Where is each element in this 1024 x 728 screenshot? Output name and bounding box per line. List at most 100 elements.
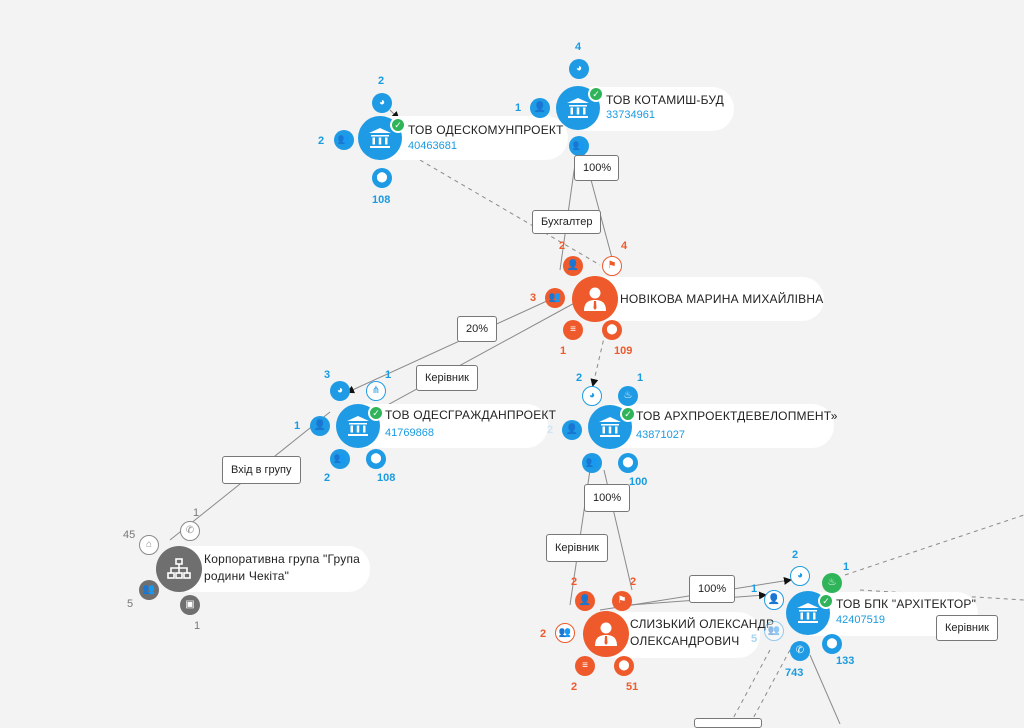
- company-code: 42407519: [836, 614, 885, 626]
- count-top: 2: [378, 75, 385, 87]
- count-top-right: 1: [637, 372, 644, 384]
- users-icon[interactable]: 👥: [569, 136, 589, 156]
- edge-label-share-bpk[interactable]: 100%: [689, 575, 736, 603]
- edge-label-share-20[interactable]: 20%: [457, 316, 498, 342]
- company-node-odesgrazhdan[interactable]: ✓: [336, 404, 384, 448]
- pie-icon[interactable]: ◕: [330, 381, 350, 401]
- company-node-odeskomunproekt[interactable]: ✓: [358, 116, 406, 160]
- count-bottom-left: 2: [324, 472, 331, 484]
- count-top: 4: [575, 41, 582, 53]
- person-icon: [595, 622, 617, 646]
- count-bottom: 108: [372, 194, 391, 206]
- count-top-left: 2: [576, 372, 583, 384]
- fire-icon[interactable]: ♨: [822, 573, 842, 593]
- fire-icon[interactable]: ♨: [618, 386, 638, 406]
- location-icon[interactable]: ⬤: [618, 453, 638, 473]
- count-top-left: 45: [123, 529, 136, 541]
- edge-label-manager-2[interactable]: Керівник: [546, 534, 608, 562]
- company-name: ТОВ АРХПРОЕКТДЕВЕЛОПМЕНТ»: [636, 409, 838, 423]
- edge-label-share-kotamish[interactable]: 100%: [574, 155, 619, 181]
- company-name: ТОВ БПК "АРХІТЕКТОР": [836, 597, 977, 611]
- node-card-novikova[interactable]: НОВІКОВА МАРИНА МИХАЙЛІВНА: [584, 277, 824, 321]
- location-icon[interactable]: ⬤: [602, 320, 622, 340]
- verified-check-icon: ✓: [588, 86, 604, 102]
- user-plus-icon[interactable]: 👤: [764, 590, 784, 610]
- users-icon[interactable]: 👥: [582, 453, 602, 473]
- verified-check-icon: ✓: [620, 406, 636, 422]
- phone-icon[interactable]: ✆: [180, 521, 200, 541]
- briefcase-icon[interactable]: ▣: [180, 595, 200, 615]
- company-name: ТОВ ОДЕСГРАЖДАНПРОЕКТ: [385, 408, 557, 422]
- person-icon: [584, 287, 606, 311]
- count-top-left: 2: [559, 240, 566, 252]
- users-icon[interactable]: 👥: [330, 449, 350, 469]
- pie-icon[interactable]: ◕: [569, 59, 589, 79]
- edge-label-manager-3[interactable]: Керівник: [936, 615, 998, 641]
- bank-icon: [797, 603, 819, 623]
- count-bottom-right: 133: [836, 655, 855, 667]
- users-icon[interactable]: 👥: [764, 621, 784, 641]
- location-icon[interactable]: ⬤: [614, 656, 634, 676]
- count-left: 1: [751, 583, 758, 595]
- users-icon[interactable]: 👥: [139, 580, 159, 600]
- count-bottom-right: 108: [377, 472, 396, 484]
- phone-icon[interactable]: ✆: [790, 641, 810, 661]
- user-plus-icon[interactable]: 👤: [530, 98, 550, 118]
- count-top-right: 1: [843, 561, 850, 573]
- edge-bpk-right: [844, 514, 1024, 576]
- edge-label-group-entry[interactable]: Вхід в групу: [222, 456, 301, 484]
- user-plus-icon[interactable]: 👤: [562, 420, 582, 440]
- count-top-right: 1: [193, 507, 200, 519]
- count-bottom-right: 109: [614, 345, 633, 357]
- company-node-bpk[interactable]: ✓: [786, 591, 834, 635]
- users-icon[interactable]: 👥: [555, 623, 575, 643]
- user-list-icon[interactable]: ≡: [563, 320, 583, 340]
- person-node-slyzkyi[interactable]: [583, 611, 629, 657]
- company-code: 41769868: [385, 427, 434, 439]
- count-left: 2: [547, 424, 554, 436]
- users-icon[interactable]: 👥: [334, 130, 354, 150]
- count-bottom-left: 743: [785, 667, 804, 679]
- edge-label-accountant[interactable]: Бухгалтер: [532, 210, 602, 234]
- location-icon[interactable]: ⬤: [366, 449, 386, 469]
- company-code: 33734961: [606, 109, 655, 121]
- count-bottom-left: 1: [560, 345, 567, 357]
- company-node-arkhproekt[interactable]: ✓: [588, 405, 636, 449]
- bank-icon[interactable]: ⌂: [139, 535, 159, 555]
- count-top-right: 2: [630, 576, 637, 588]
- verified-check-icon: ✓: [368, 405, 384, 421]
- location-icon[interactable]: ⬤: [372, 168, 392, 188]
- pie-icon[interactable]: ◕: [582, 386, 602, 406]
- company-name: ТОВ ОДЕСКОМУНПРОЕКТ: [408, 123, 564, 137]
- person-node-novikova[interactable]: [572, 276, 618, 322]
- count-bottom-right: 100: [629, 476, 648, 488]
- flag-icon[interactable]: ⚑: [602, 256, 622, 276]
- count-left: 1: [515, 102, 522, 114]
- edge-label-share-arkh[interactable]: 100%: [584, 484, 631, 512]
- verified-check-icon: ✓: [818, 593, 834, 609]
- count-left2: 5: [751, 633, 758, 645]
- edge-novikova-odesgrazh: [346, 294, 561, 394]
- pie-icon[interactable]: ◕: [372, 93, 392, 113]
- edge-label-manager-1[interactable]: Керівник: [416, 365, 478, 391]
- user-plus-icon[interactable]: 👤: [563, 256, 583, 276]
- location-icon[interactable]: ⬤: [822, 634, 842, 654]
- count-top-left: 2: [792, 549, 799, 561]
- user-list-icon[interactable]: ≡: [575, 656, 595, 676]
- user-plus-icon[interactable]: 👤: [310, 416, 330, 436]
- count-bottom-right: 51: [626, 681, 639, 693]
- count-bottom: 1: [194, 620, 201, 632]
- company-node-kotamish[interactable]: ✓: [556, 86, 604, 130]
- group-structure-icon[interactable]: ⋔: [366, 381, 386, 401]
- edge-novikova-odesgrazh-2: [359, 299, 581, 421]
- bank-icon: [347, 416, 369, 436]
- flag-icon[interactable]: ⚑: [612, 591, 632, 611]
- group-node-corp[interactable]: [156, 546, 202, 592]
- user-plus-icon[interactable]: 👤: [575, 591, 595, 611]
- company-code: 43871027: [636, 429, 685, 441]
- verified-check-icon: ✓: [390, 117, 406, 133]
- users-icon[interactable]: 👥: [545, 288, 565, 308]
- pie-icon[interactable]: ◕: [790, 566, 810, 586]
- edge-label-partial-bottom[interactable]: [694, 718, 762, 728]
- count-left: 2: [318, 135, 325, 147]
